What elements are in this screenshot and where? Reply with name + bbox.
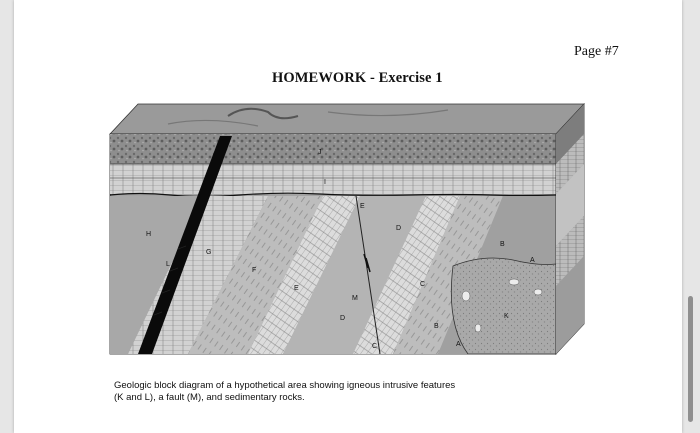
geologic-block-diagram: H G L F E E D D M C C B B A A K I J [109,102,585,356]
label-e: E [294,285,299,292]
label-e-top: E [360,203,365,210]
label-h: H [146,231,151,238]
label-d-left: D [340,315,345,322]
caption-line-1: Geologic block diagram of a hypothetical… [114,380,456,391]
label-a-right: A [530,257,535,264]
figure-caption: Geologic block diagram of a hypothetical… [114,380,514,404]
page-number: Page #7 [574,44,619,59]
label-i: I [324,179,326,186]
label-c-right: C [420,281,425,288]
label-b-right: B [500,241,505,248]
label-c-bottom: C [372,343,377,350]
label-j: J [318,149,322,156]
vertical-scrollbar[interactable] [688,296,693,422]
label-a-bottom: A [456,341,461,348]
label-l: L [166,261,170,268]
label-b-bottom: B [434,323,439,330]
label-d-right: D [396,225,401,232]
caption-line-2: (K and L), a fault (M), and sedimentary … [114,392,305,403]
label-k: K [504,313,509,320]
label-f: F [252,267,256,274]
page-title: HOMEWORK - Exercise 1 [272,70,443,86]
label-g: G [206,249,211,256]
label-m: M [352,295,358,302]
